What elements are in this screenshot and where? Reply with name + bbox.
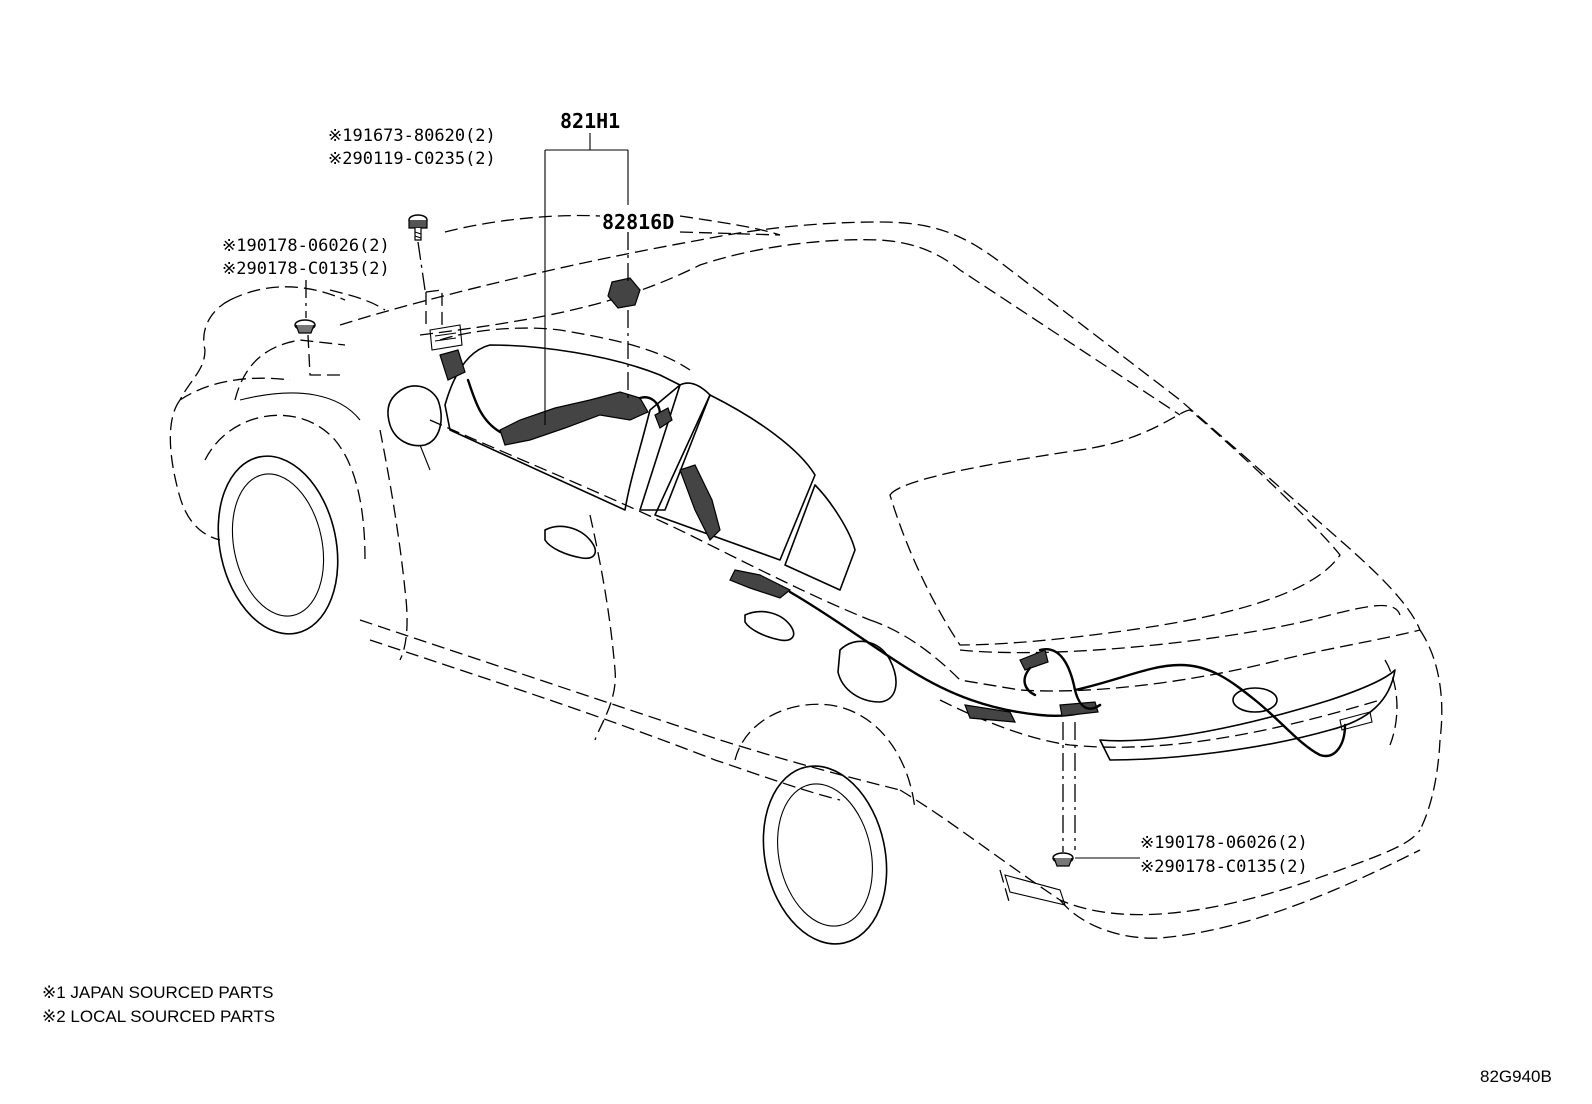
label-clip-rear-japan: ※190178-06026(2) xyxy=(1140,833,1308,853)
label-821H1: 821H1 xyxy=(560,109,620,133)
label-bolt-local: ※290119-C0235(2) xyxy=(328,149,496,169)
label-clip-front-local: ※290178-C0135(2) xyxy=(222,259,390,279)
car-body-outline xyxy=(169,221,1443,939)
fasteners xyxy=(294,214,1074,867)
wire-harness xyxy=(439,277,1347,758)
label-clip-front-japan: ※190178-06026(2) xyxy=(222,236,390,256)
note-local-sourced: ※2 LOCAL SOURCED PARTS xyxy=(42,1007,275,1026)
label-82816D: 82816D xyxy=(602,210,674,234)
clip-icon xyxy=(1052,852,1074,867)
note-japan-sourced: ※1 JAPAN SOURCED PARTS xyxy=(42,983,274,1002)
drawing-code: 82G940B xyxy=(1480,1067,1552,1086)
bolt-icon xyxy=(408,214,428,241)
leader-lines xyxy=(305,133,1140,859)
label-bolt-japan: ※191673-80620(2) xyxy=(328,126,496,146)
label-clip-rear-local: ※290178-C0135(2) xyxy=(1140,857,1308,877)
clip-icon xyxy=(294,319,316,334)
